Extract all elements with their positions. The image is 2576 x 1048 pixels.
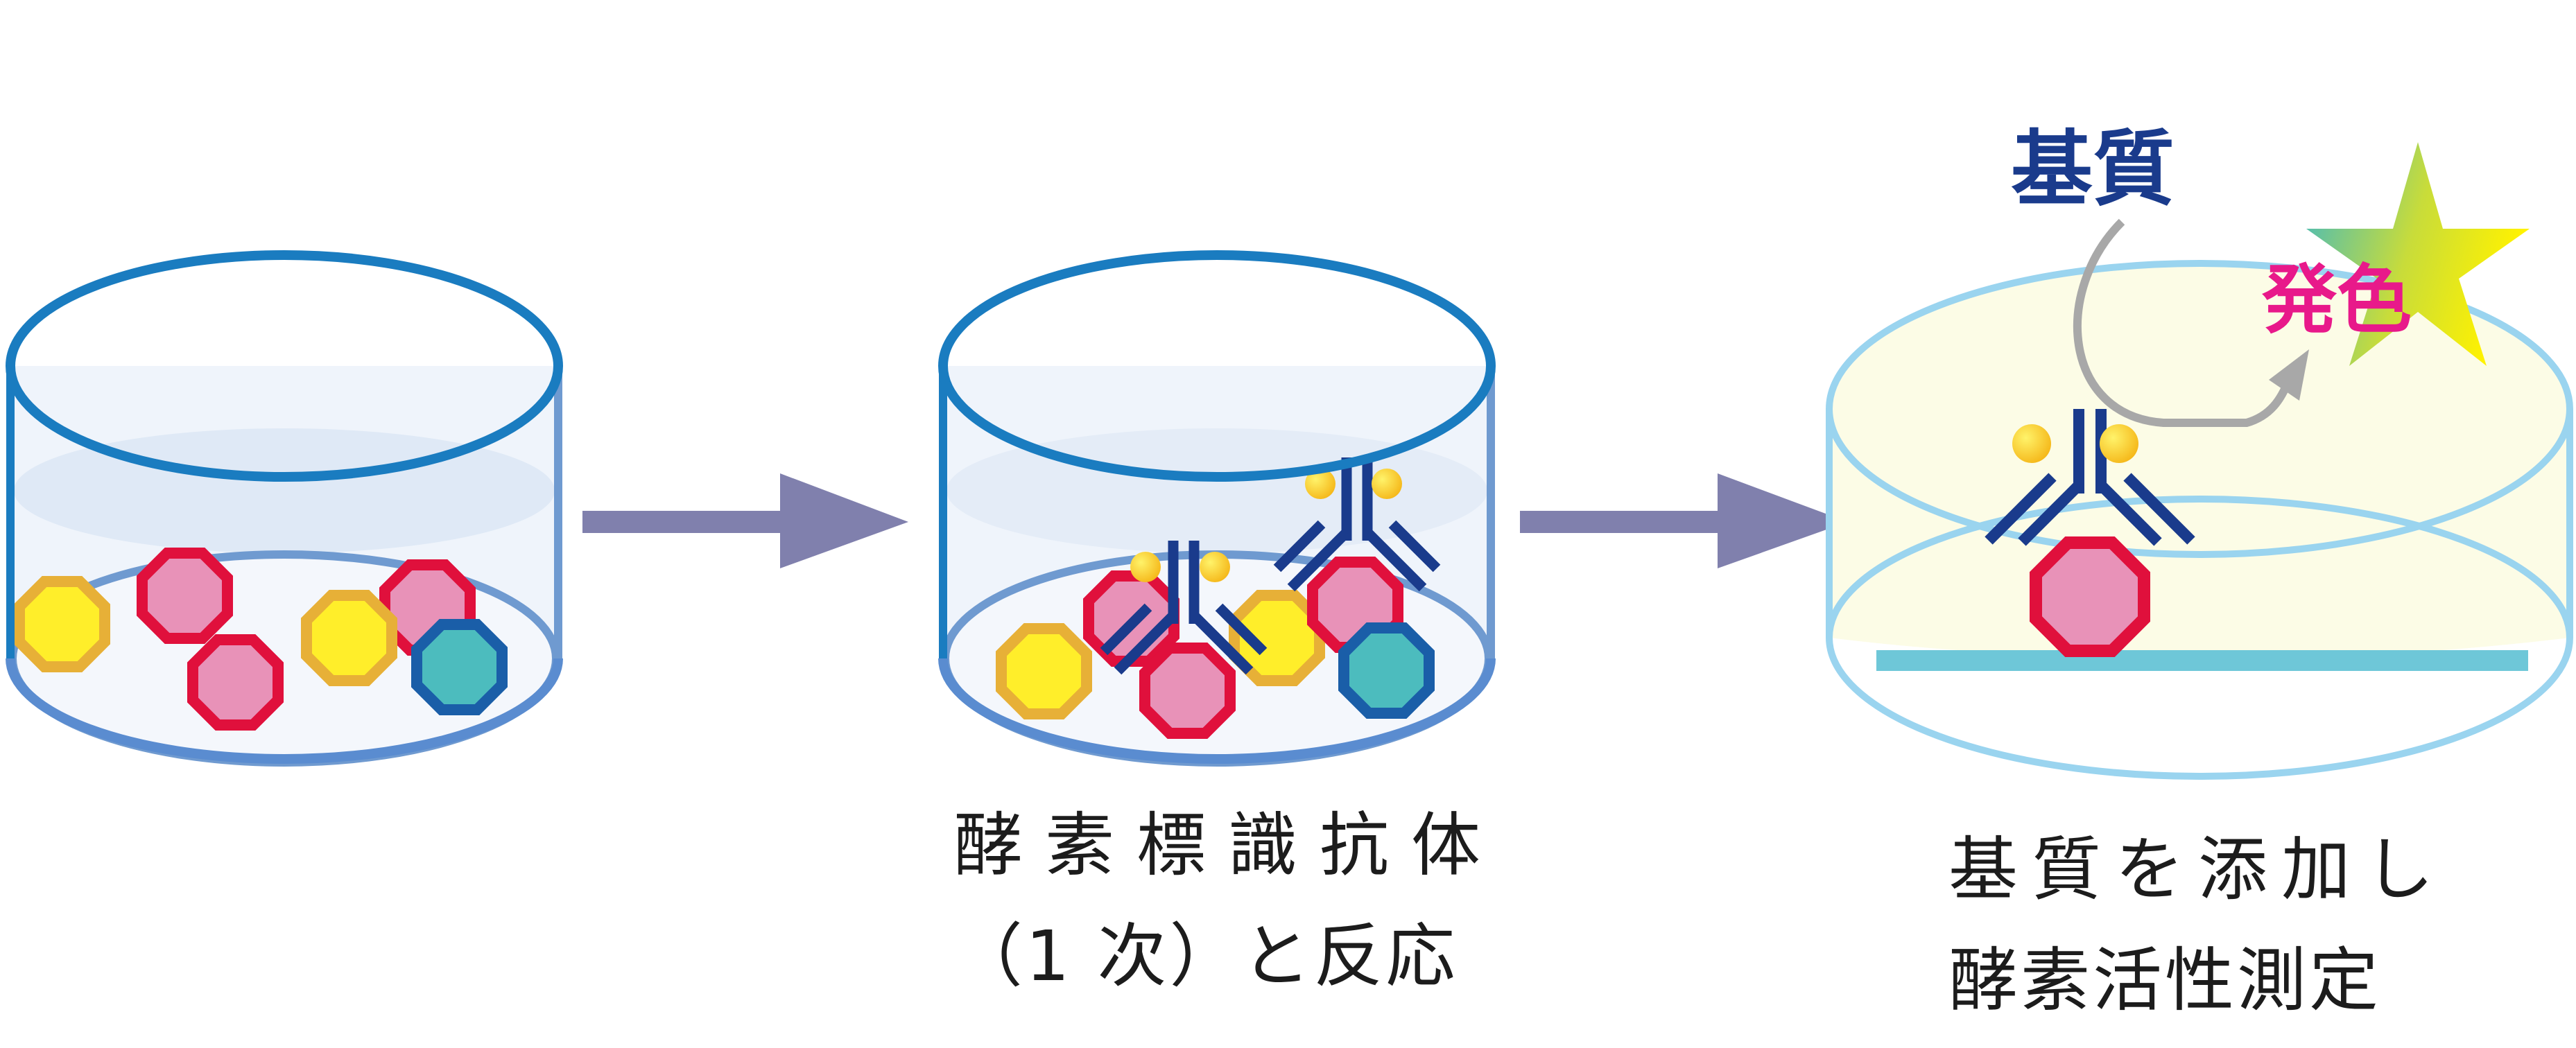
enzyme-icon (1130, 552, 1161, 582)
yellow-protein (14, 576, 110, 672)
reaction-curve-arrow (2073, 218, 2292, 427)
dish-2 (938, 250, 1496, 767)
enzyme-icon (2100, 424, 2138, 463)
teal-protein (411, 619, 508, 715)
enzyme-icon (1305, 469, 1335, 499)
dish-1 (6, 250, 563, 767)
step3-caption-line2: 酵素活性測定 (1948, 940, 2381, 1021)
color-development-label: 発色 (2262, 257, 2412, 344)
enzyme-icon (2012, 424, 2051, 463)
arrow-2 (1520, 473, 1848, 568)
sample-proteins (14, 548, 508, 731)
pink-protein (2030, 536, 2150, 657)
enzyme-icon (1200, 552, 1230, 582)
pink-protein (1139, 643, 1236, 739)
arrow-1 (582, 473, 908, 568)
pink-protein (137, 548, 233, 644)
yellow-protein (996, 623, 1092, 719)
step3-caption-line1: 基質を添加し (1948, 829, 2448, 910)
teal-protein (1338, 622, 1435, 719)
enzyme-labeled-antibody (1985, 409, 2195, 546)
yellow-protein (301, 590, 397, 686)
enzyme-icon (1372, 469, 1402, 499)
step2-caption-line2: （1 次）と反応 (953, 916, 1458, 997)
enzyme-labeled-antibody (1100, 541, 1268, 675)
star-icon (2306, 142, 2530, 366)
step2-caption-line1: 酵素標識抗体 (953, 805, 1503, 886)
enzyme-labeled-antibody (1273, 457, 1441, 592)
substrate-label: 基質 (2011, 121, 2175, 217)
plate-surface (1876, 650, 2528, 671)
pink-protein (187, 634, 284, 731)
reaction-arrowhead-icon (2269, 349, 2309, 401)
dish-3: 基質 発色 (1826, 121, 2573, 780)
